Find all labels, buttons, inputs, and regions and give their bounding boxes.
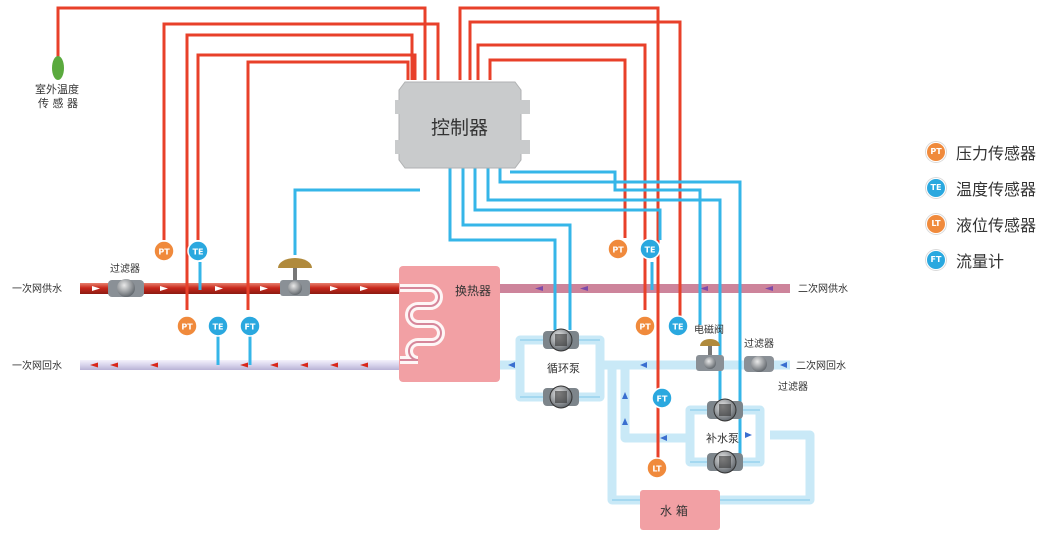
te-sensor-supply: TE (187, 240, 209, 262)
te-sensor-secondary-supply: TE (639, 238, 661, 260)
primary-filter-label: 过滤器 (110, 262, 140, 275)
water-tank-label: 水 箱 (660, 503, 688, 518)
svg-text:TE: TE (213, 323, 224, 332)
solenoid-valve-label: 电磁阀 (694, 323, 724, 336)
return-flow-arrows (90, 362, 368, 368)
legend-item-flow: FT 流量计 (926, 246, 1036, 273)
pt-sensor-return: PT (176, 315, 198, 337)
secondary-return-label: 二次网回水 (796, 359, 846, 372)
svg-text:TE: TE (193, 248, 204, 257)
secondary-filter-icon (744, 356, 774, 372)
svg-text:FT: FT (245, 323, 256, 332)
outdoor-sensor-label-1: 室外温度 (35, 82, 79, 96)
svg-text:FT: FT (657, 395, 668, 404)
svg-text:PT: PT (181, 323, 193, 332)
control-valve-icon (278, 258, 312, 296)
secondary-flow-arrows (508, 362, 787, 441)
legend-label: 液位传感器 (956, 215, 1037, 235)
svg-text:PT: PT (639, 323, 651, 332)
heat-exchanger-label: 换热器 (455, 284, 491, 298)
te-sensor-secondary-return: TE (667, 315, 689, 337)
supply-flow-arrows (92, 286, 368, 291)
ft-sensor-return: FT (239, 315, 261, 337)
supply-right-arrows (535, 286, 773, 291)
ft-badge-icon: FT (926, 249, 946, 270)
solenoid-valve-icon (696, 339, 724, 371)
lt-sensor-tank: LT (646, 457, 668, 479)
primary-supply-label: 一次网供水 (12, 282, 62, 295)
secondary-supply-label: 二次网供水 (798, 282, 848, 295)
lt-badge-icon: LT (926, 213, 946, 234)
makeup-pump-icon-top (707, 398, 743, 422)
svg-text:TE: TE (673, 323, 684, 332)
primary-supply-pipe (80, 283, 400, 294)
te-sensor-return: TE (207, 315, 229, 337)
signal-lines-blue (198, 160, 742, 455)
svg-text:PT: PT (158, 248, 170, 257)
water-tank (640, 490, 720, 530)
legend-item-level: LT 液位传感器 (926, 210, 1036, 237)
controller-label: 控制器 (431, 117, 488, 139)
svg-text:LT: LT (652, 465, 662, 474)
outdoor-sensor-label-2: 传 感 器 (38, 97, 78, 110)
pt-sensor-supply: PT (153, 240, 175, 262)
signal-lines-red (56, 6, 682, 460)
legend-item-pressure: PT 压力传感器 (926, 138, 1036, 165)
ft-sensor-makeup: FT (651, 387, 673, 409)
heat-exchanger (399, 266, 500, 382)
svg-text:TE: TE (645, 246, 656, 255)
legend: PT 压力传感器 TE 温度传感器 LT 液位传感器 FT 流量计 (926, 138, 1036, 282)
circ-pump-label: 循环泵 (547, 362, 580, 375)
legend-label: 压力传感器 (956, 143, 1037, 163)
makeup-pump-label: 补水泵 (706, 432, 739, 445)
outdoor-temp-sensor-icon (52, 56, 64, 80)
legend-label: 温度传感器 (956, 179, 1037, 199)
pt-sensor-secondary-supply: PT (607, 238, 629, 260)
pt-badge-icon: PT (926, 141, 946, 162)
legend-item-temperature: TE 温度传感器 (926, 174, 1036, 201)
primary-return-label: 一次网回水 (12, 359, 62, 372)
makeup-pump-icon-bottom (707, 450, 743, 474)
circ-pump-icon-bottom (543, 385, 579, 409)
te-badge-icon: TE (926, 177, 946, 198)
circ-pump-icon-top (543, 328, 579, 352)
svg-text:PT: PT (612, 246, 624, 255)
secondary-filter-label-top: 过滤器 (744, 337, 774, 350)
pt-sensor-secondary-return: PT (634, 315, 656, 337)
secondary-filter-label-bottom: 过滤器 (778, 380, 808, 393)
primary-filter-icon (108, 279, 144, 297)
legend-label: 流量计 (956, 251, 1005, 271)
